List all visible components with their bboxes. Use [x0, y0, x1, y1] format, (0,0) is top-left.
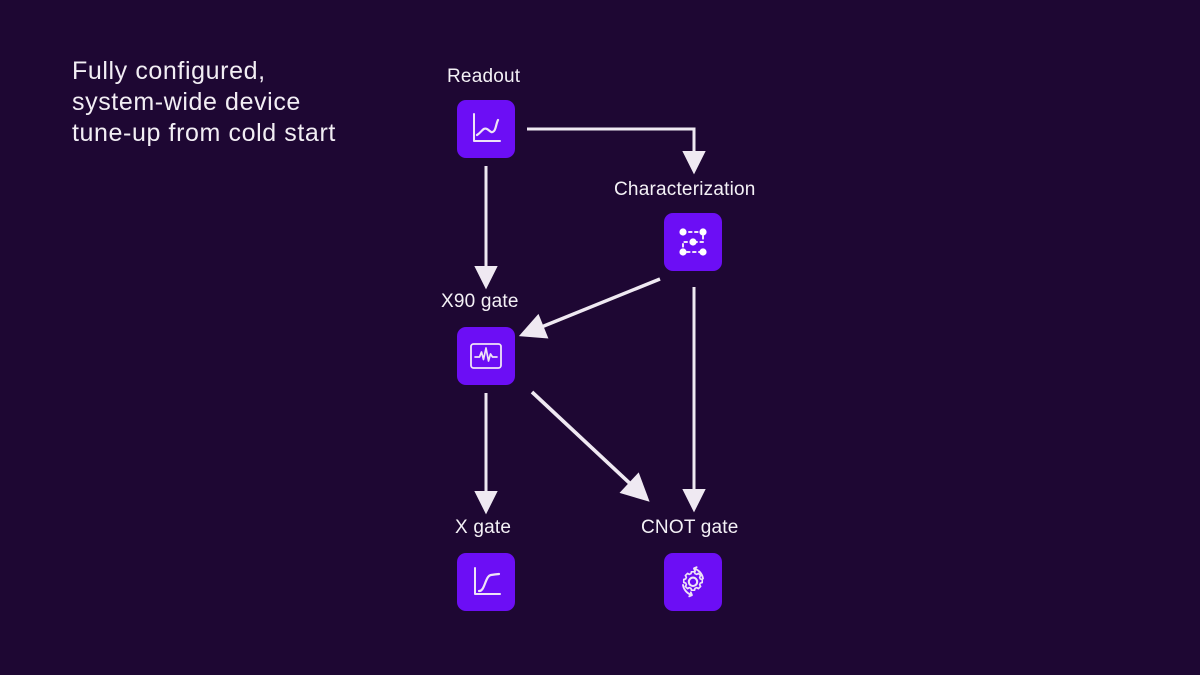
- edge-characterization-to-x90gate: [518, 277, 661, 339]
- line-chart-icon: [466, 109, 506, 149]
- gear-refresh-icon: [672, 561, 714, 603]
- tile-characterization[interactable]: [664, 213, 722, 271]
- tile-xgate[interactable]: [457, 553, 515, 611]
- node-label-readout: Readout: [447, 66, 521, 87]
- edge-readout-to-characterization: [527, 127, 706, 175]
- sigmoid-chart-icon: [466, 562, 506, 602]
- node-label-x90gate: X90 gate: [441, 291, 519, 312]
- tile-x90gate[interactable]: [457, 327, 515, 385]
- waveform-monitor-icon: [465, 335, 507, 377]
- tile-cnotgate[interactable]: [664, 553, 722, 611]
- node-label-characterization: Characterization: [614, 179, 756, 200]
- page-title: Fully configured, system-wide device tun…: [72, 57, 336, 147]
- node-graph-icon: [673, 222, 713, 262]
- tile-readout[interactable]: [457, 100, 515, 158]
- edge-x90gate-to-cnotgate: [530, 390, 650, 502]
- node-label-xgate: X gate: [455, 517, 512, 538]
- node-label-cnotgate: CNOT gate: [641, 517, 739, 538]
